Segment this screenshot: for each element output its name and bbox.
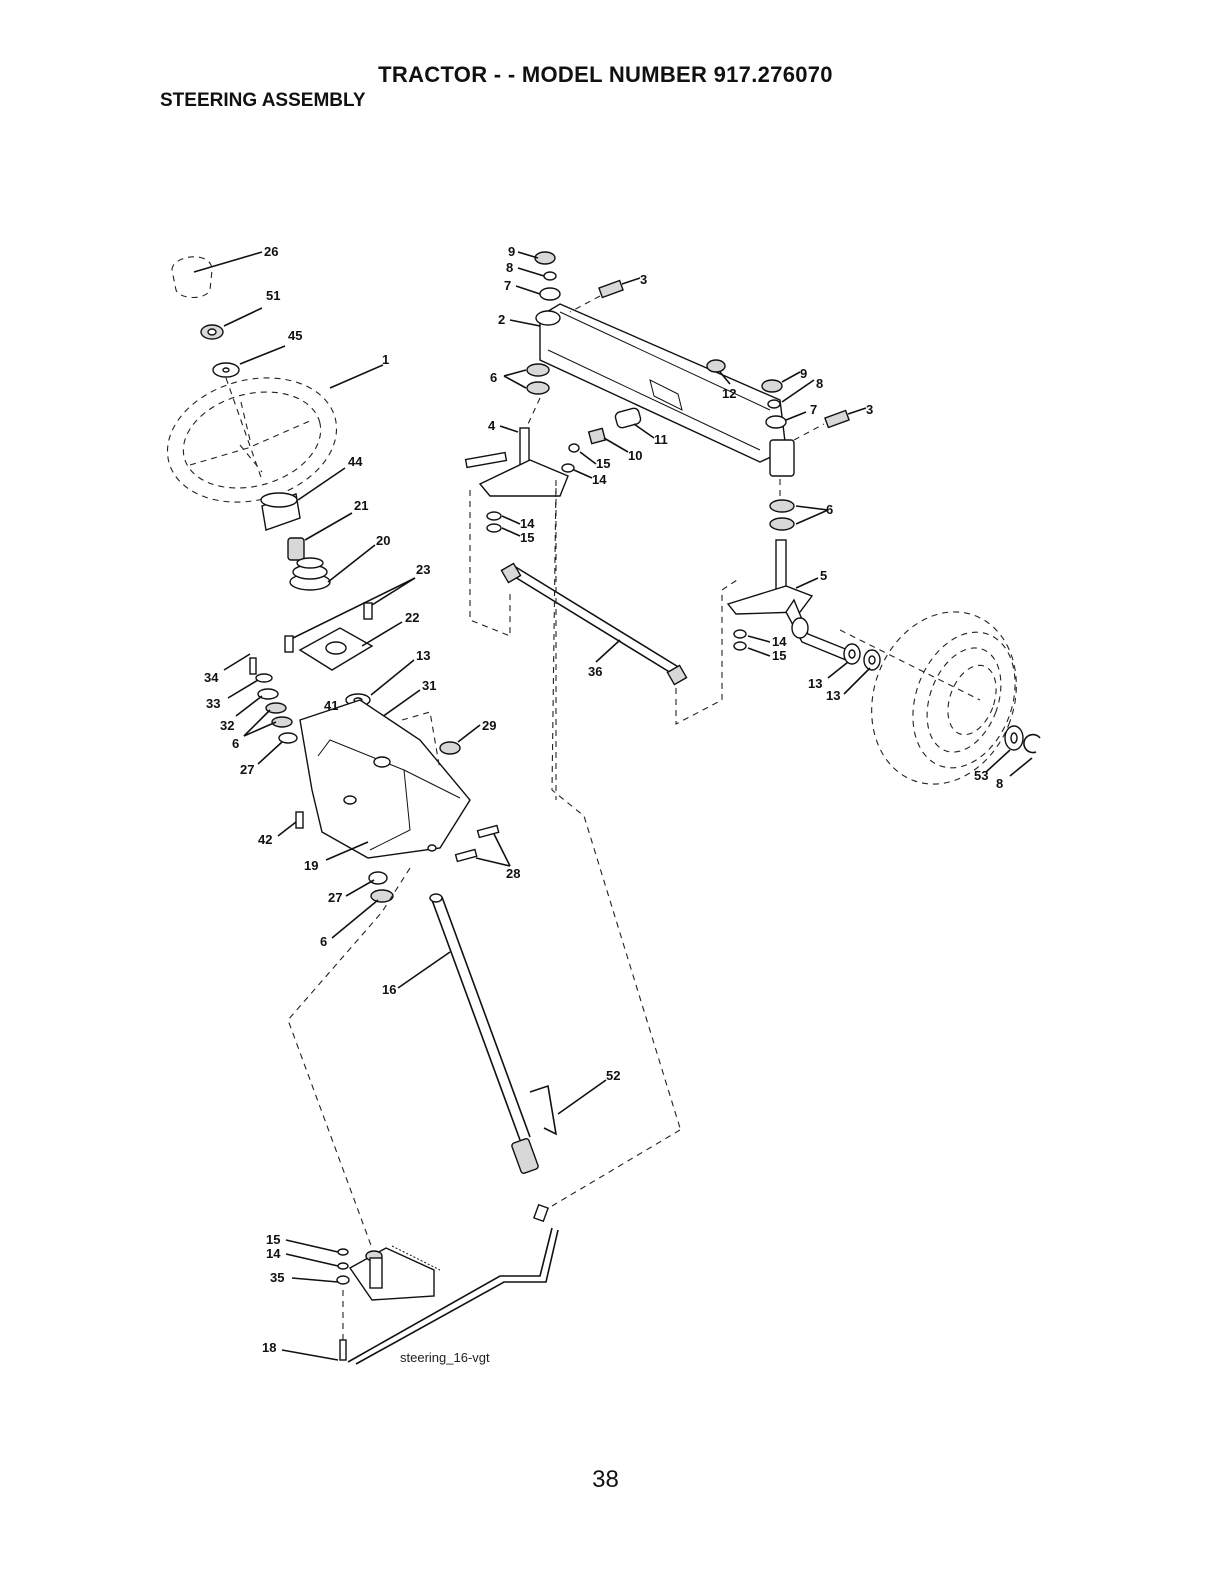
callout-3-right: 3 <box>866 402 873 417</box>
callout-45: 45 <box>288 328 302 343</box>
callout-19: 19 <box>304 858 318 873</box>
part-19-support-bracket <box>300 700 470 860</box>
part-3-fitting-left <box>570 278 640 312</box>
callout-13-column: 13 <box>416 648 430 663</box>
callout-12: 12 <box>722 386 736 401</box>
callout-18: 18 <box>262 1340 276 1355</box>
callout-1: 1 <box>382 352 389 367</box>
callout-13-wheel-inner: 13 <box>826 688 840 703</box>
steering-column-group <box>153 252 680 1364</box>
callout-15-sector: 15 <box>266 1232 280 1247</box>
part-14-15-right <box>734 630 770 656</box>
callout-14-spindle-right: 14 <box>772 634 787 649</box>
part-51-nut <box>201 308 262 339</box>
callout-23: 23 <box>416 562 430 577</box>
part-52-clip <box>530 1080 606 1134</box>
callout-28: 28 <box>506 866 520 881</box>
callout-15-axle: 15 <box>596 456 610 471</box>
part-22-bezel <box>300 622 402 670</box>
callout-13-wheel-outer: 13 <box>808 676 822 691</box>
callout-26: 26 <box>264 244 278 259</box>
callout-32: 32 <box>220 718 234 733</box>
part-21-bushing <box>288 513 352 560</box>
callout-20: 20 <box>376 533 390 548</box>
part-35-sector-gear <box>350 1246 440 1300</box>
callout-3-left: 3 <box>640 272 647 287</box>
drawing-code: steering_16-vgt <box>400 1350 490 1365</box>
callout-44: 44 <box>348 454 363 469</box>
callout-4: 4 <box>488 418 496 433</box>
callout-15-spindle-left: 15 <box>520 530 534 545</box>
part-27-6-lower-bearing <box>332 872 393 938</box>
callout-11: 11 <box>654 432 668 447</box>
alignment-lines-left <box>288 868 680 1340</box>
part-45-washer <box>213 346 285 377</box>
callout-14-sector: 14 <box>266 1246 281 1261</box>
callout-8-left: 8 <box>506 260 513 275</box>
callout-31: 31 <box>422 678 436 693</box>
callout-7-left: 7 <box>504 278 511 293</box>
callout-14-axle: 14 <box>592 472 607 487</box>
callout-16: 16 <box>382 982 396 997</box>
part-26-steering-cap <box>172 252 262 298</box>
callout-14-spindle-left: 14 <box>520 516 535 531</box>
part-6-bearings-left <box>504 364 549 424</box>
callout-35: 35 <box>270 1270 284 1285</box>
part-2-axle <box>510 304 786 462</box>
callout-52: 52 <box>606 1068 620 1083</box>
part-9-8-7-right-top <box>762 372 824 476</box>
part-44-steering-boot <box>261 468 345 530</box>
part-15-14-18-hardware <box>282 1240 349 1360</box>
part-42-bolt <box>278 812 303 836</box>
callout-53: 53 <box>974 768 988 783</box>
part-6-bearings-right <box>770 500 828 530</box>
callout-9-left: 9 <box>508 244 515 259</box>
front-axle-group <box>466 252 1040 1128</box>
callout-8-right: 8 <box>816 376 823 391</box>
part-4-spindle-left <box>466 426 568 496</box>
callout-7-right: 7 <box>810 402 817 417</box>
part-28-bolts <box>456 826 510 866</box>
callout-10: 10 <box>628 448 642 463</box>
front-wheel <box>848 591 1040 804</box>
callout-5: 5 <box>820 568 827 583</box>
part-16-steering-shaft <box>398 894 539 1174</box>
callout-2: 2 <box>498 312 505 327</box>
part-5-spindle-right <box>728 540 848 660</box>
callout-6-axle-right: 6 <box>826 502 833 517</box>
callout-22: 22 <box>405 610 419 625</box>
callout-8-wheel: 8 <box>996 776 1003 791</box>
callout-29: 29 <box>482 718 496 733</box>
page-number: 38 <box>0 1466 1211 1494</box>
callout-33: 33 <box>206 696 220 711</box>
callout-15-spindle-right: 15 <box>772 648 786 663</box>
part-11-10-pivot <box>589 407 654 452</box>
callout-42: 42 <box>258 832 272 847</box>
part-9-8-7-left-top <box>516 252 560 300</box>
callout-27-column: 27 <box>240 762 254 777</box>
alignment-lines-right <box>470 446 980 1128</box>
callout-6-column: 6 <box>232 736 239 751</box>
callout-6-lower: 6 <box>320 934 327 949</box>
callout-41: 41 <box>324 698 338 713</box>
callout-34: 34 <box>204 670 219 685</box>
part-29-nut <box>440 725 480 754</box>
callout-36: 36 <box>588 664 602 679</box>
callout-6-axle-left: 6 <box>490 370 497 385</box>
part-3-fitting-right <box>825 408 866 427</box>
part-13-washer <box>346 660 414 706</box>
callout-51: 51 <box>266 288 280 303</box>
callout-27-lower: 27 <box>328 890 342 905</box>
callout-9-right: 9 <box>800 366 807 381</box>
callout-21: 21 <box>354 498 368 513</box>
